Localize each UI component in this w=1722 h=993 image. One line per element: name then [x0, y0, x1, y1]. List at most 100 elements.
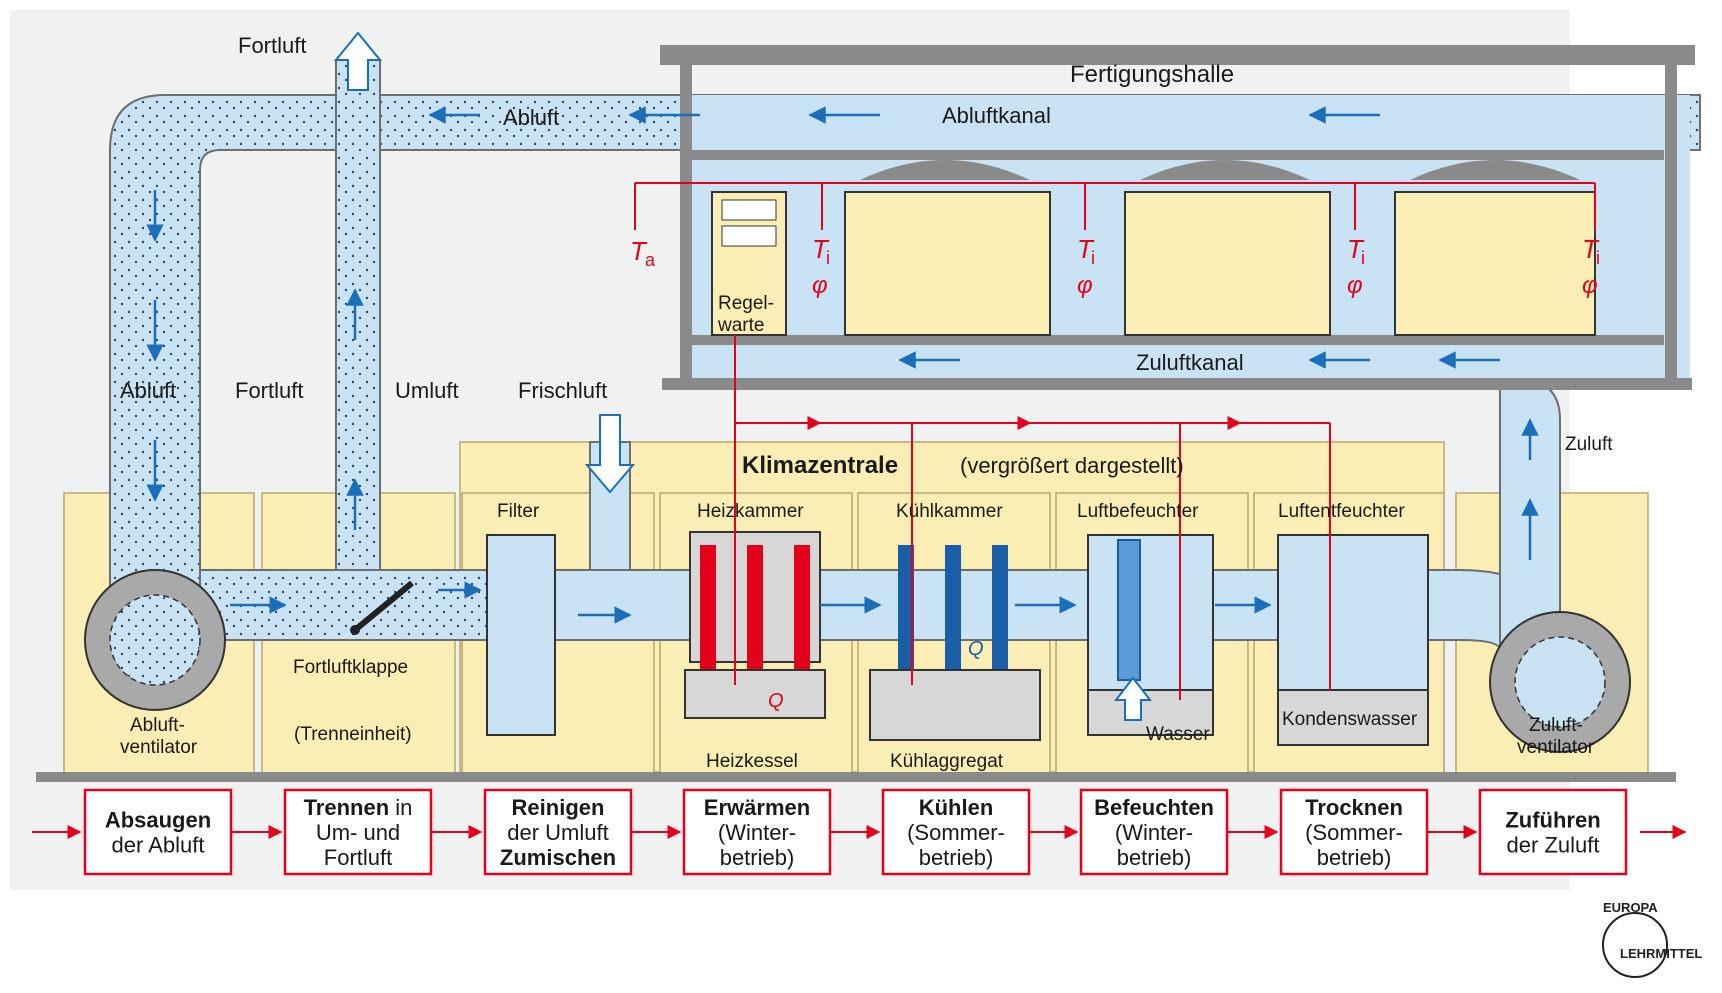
svg-text:T: T [1582, 234, 1600, 264]
label-kuehlaggregat: Kühlaggregat [890, 751, 1004, 772]
svg-text:φ: φ [812, 272, 828, 299]
label-heizkammer: Heizkammer [697, 501, 804, 522]
svg-text:i: i [1091, 248, 1095, 268]
label-kuehlkammer: Kühlkammer [896, 501, 1003, 522]
cooler-rod [945, 545, 961, 675]
process-step: Erwärmen(Winter-betrieb) [682, 788, 832, 876]
label-abluft-top: Abluft [503, 105, 559, 130]
process-step-text: Um- und [316, 820, 400, 845]
label-umluft: Umluft [395, 378, 459, 403]
machine-3 [1394, 191, 1596, 336]
label-zuluftventilator-1: Zuluft- [1529, 715, 1583, 736]
process-step-title: Reinigen [512, 795, 605, 820]
globe-icon [1602, 912, 1668, 978]
flow-arrows [146, 106, 1539, 624]
process-step-box [483, 788, 633, 876]
base-plate [36, 772, 1676, 782]
process-step-title: Absaugen [105, 808, 211, 833]
process-step-text: betrieb) [1317, 845, 1392, 870]
sensor-ti-3: T i φ [1347, 234, 1365, 299]
process-step-box [1478, 788, 1628, 876]
frischluft-arrow-icon [584, 414, 636, 494]
process-step-box [1079, 788, 1229, 876]
process-step-text: der Zuluft [1507, 833, 1600, 858]
svg-text:i: i [1596, 248, 1600, 268]
fortluft-arrow-icon [333, 31, 383, 91]
process-step-box [83, 788, 233, 876]
kondenswasser-tank [1277, 689, 1429, 746]
svg-text:i: i [1361, 248, 1365, 268]
label-wasser: Wasser [1146, 724, 1210, 745]
sensor-ta: T a [630, 236, 656, 270]
cooler-rod [992, 545, 1008, 675]
label-filter: Filter [497, 501, 540, 522]
label-klimazentrale-note: (vergrößert dargestellt) [960, 453, 1184, 478]
heater-rod [794, 545, 810, 675]
heater-rod [747, 545, 763, 675]
europa-lehrmittel-logo: EUROPA LEHRMITTEL [1602, 900, 1702, 978]
process-step-title: Trocknen [1305, 795, 1403, 820]
svg-text:EUROPA: EUROPA [1603, 900, 1658, 915]
svg-text:i: i [826, 248, 830, 268]
wasser-tank [1087, 689, 1214, 736]
svg-text:LEHRMITTEL: LEHRMITTEL [1620, 946, 1702, 961]
machine-2 [1124, 191, 1331, 336]
label-q-cool: Q [968, 638, 984, 660]
label-abluft-left: Abluft [120, 378, 176, 403]
label-trenneinheit: (Trenneinheit) [294, 724, 412, 745]
label-fortluft-mid: Fortluft [235, 378, 303, 403]
process-step-text: (Sommer- [1305, 820, 1403, 845]
label-q-heat: Q [768, 690, 784, 712]
process-step-box [283, 788, 433, 876]
hood-3 [1410, 160, 1580, 180]
process-step-title: Trennen in [304, 795, 413, 820]
process-step-text: der Abluft [112, 833, 205, 858]
label-frischluft: Frischluft [518, 378, 607, 403]
label-regelwarte-2: warte [717, 315, 764, 336]
process-step-title: Zuführen [1505, 808, 1600, 833]
process-step-text: betrieb) [720, 845, 795, 870]
process-step-text: betrieb) [919, 845, 994, 870]
process-step-title: Kühlen [919, 795, 994, 820]
kuehlaggregat-icon [869, 669, 1041, 741]
label-fertigungshalle: Fertigungshalle [1070, 61, 1234, 88]
cooler-rod [898, 545, 914, 675]
hood-1 [860, 160, 1030, 180]
svg-text:a: a [645, 250, 656, 270]
filter-icon [486, 534, 556, 736]
label-abluftventilator-2: ventilator [120, 737, 198, 758]
process-step: Trocknen(Sommer-betrieb) [1279, 788, 1429, 876]
machine-1 [844, 191, 1051, 336]
fortluft-duct [335, 59, 381, 571]
process-step-text: Fortluft [324, 845, 392, 870]
process-step-box [1279, 788, 1429, 876]
process-step-text: betrieb) [1117, 845, 1192, 870]
hood-2 [1140, 160, 1310, 180]
label-luftbefeuchter: Luftbefeuchter [1077, 501, 1199, 522]
heater-rod [700, 545, 716, 675]
label-fortluft-top: Fortluft [238, 33, 306, 58]
svg-text:T: T [630, 236, 648, 266]
label-abluftkanal: Abluftkanal [942, 103, 1051, 128]
process-step-text: (Winter- [718, 820, 796, 845]
svg-text:φ: φ [1077, 272, 1093, 299]
process-step-box [682, 788, 832, 876]
process-step: Kühlen(Sommer-betrieb) [881, 788, 1031, 876]
heizkessel-icon [684, 669, 826, 719]
label-klimazentrale: Klimazentrale [742, 452, 898, 479]
control-lines [32, 182, 1687, 839]
fortluftklappe-icon [353, 580, 414, 633]
svg-text:φ: φ [1582, 272, 1598, 299]
label-zuluftkanal: Zuluftkanal [1136, 350, 1244, 375]
process-step: Befeuchten(Winter-betrieb) [1079, 788, 1229, 876]
process-step-title: Befeuchten [1094, 795, 1214, 820]
label-fortluftklappe: Fortluftklappe [293, 657, 408, 678]
wasser-arrow-icon [1113, 676, 1153, 721]
